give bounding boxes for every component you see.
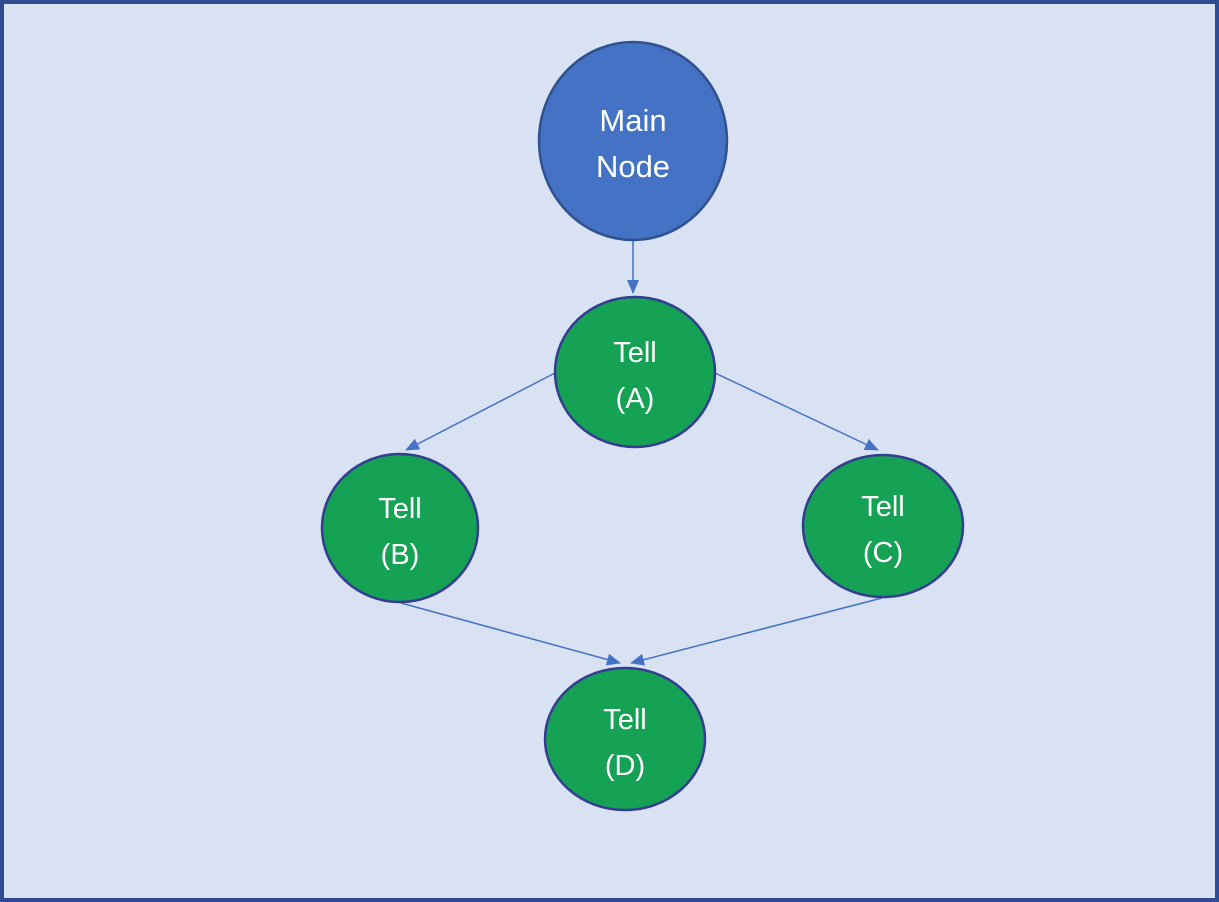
node-tell-b-circle (320, 452, 480, 604)
node-tell-c-label-line2: (C) (863, 537, 903, 569)
node-tell-d-label-line1: Tell (603, 704, 647, 736)
node-tell-b-label-line1: Tell (378, 493, 422, 525)
node-tell-b: Tell (B) (320, 452, 480, 604)
edge-tell-c-to-tell-d (630, 597, 883, 666)
node-tell-a-label-line1: Tell (613, 337, 657, 369)
node-tell-d-circle (543, 666, 707, 812)
node-tell-b-label-line2: (B) (381, 539, 420, 571)
node-tell-c-label-line1: Tell (861, 491, 905, 523)
node-main: Main Node (537, 40, 729, 242)
node-tell-a-circle (553, 295, 717, 449)
node-tell-d: Tell (D) (543, 666, 707, 812)
node-main-label-line2: Node (596, 149, 670, 184)
node-tell-d-label-line2: (D) (605, 750, 645, 782)
node-tell-a: Tell (A) (553, 295, 717, 449)
node-main-label-line1: Main (599, 103, 666, 138)
node-tell-c: Tell (C) (801, 453, 965, 599)
edge-tell-b-to-tell-d (400, 602, 621, 666)
edges-group (400, 241, 883, 666)
edge-tell-a-to-tell-c (714, 372, 879, 451)
node-main-circle (537, 40, 729, 242)
node-tell-a-label-line2: (A) (616, 383, 655, 415)
edge-tell-a-to-tell-b (405, 372, 556, 451)
node-tell-c-circle (801, 453, 965, 599)
